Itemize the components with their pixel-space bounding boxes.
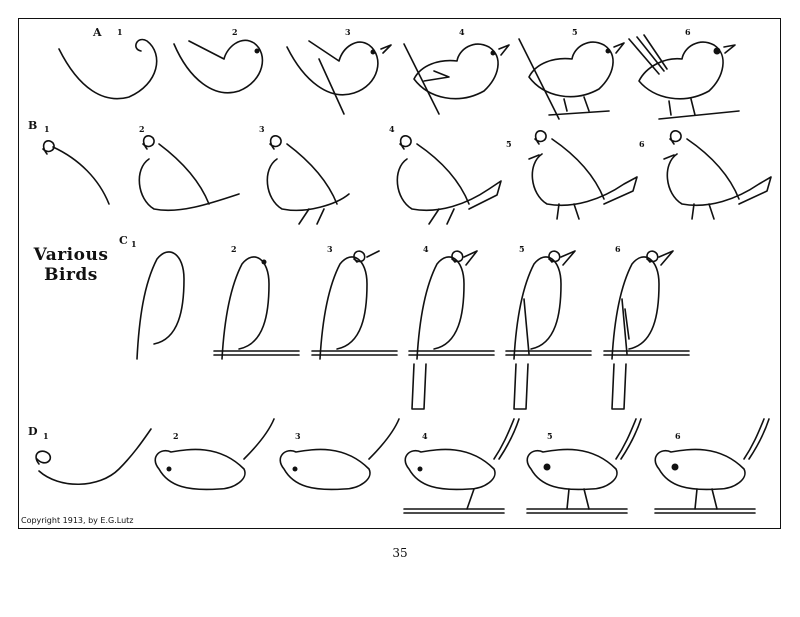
row-d-step-5-drawing: [526, 418, 642, 514]
row-d-step-3-number: 3: [295, 431, 301, 441]
row-c-step-4-drawing: [408, 250, 495, 410]
row-c-step-5-number: 5: [519, 244, 525, 254]
copyright-notice: Copyright 1913, by E.G.Lutz: [21, 516, 134, 525]
row-d-step-1-drawing: [35, 428, 152, 486]
row-a-step-4-drawing: [403, 43, 510, 115]
row-b-step-5-number: 5: [506, 139, 512, 149]
row-a-step-3-number: 3: [345, 27, 351, 37]
plate-title-line-2: Birds: [44, 265, 98, 285]
row-c-step-1-drawing: [136, 251, 185, 360]
row-c-step-6-drawing: [603, 250, 690, 410]
row-c-step-5-drawing: [505, 250, 592, 410]
row-b-step-6-drawing: [663, 129, 772, 220]
row-b-step-1-drawing: [42, 139, 110, 205]
plate-title-line-1: Various: [33, 245, 109, 265]
row-a-step-1-drawing: [58, 38, 158, 100]
row-d-step-6-drawing: [654, 418, 770, 514]
row-c-step-6-number: 6: [615, 244, 621, 254]
row-d-step-4-drawing: [403, 418, 520, 514]
row-b-step-4-number: 4: [389, 124, 395, 134]
row-c-step-3-number: 3: [327, 244, 333, 254]
row-a-step-2-number: 2: [232, 27, 238, 37]
row-d-step-1-number: 1: [43, 431, 49, 441]
row-d-step-3-drawing: [279, 418, 400, 491]
row-c-step-2-number: 2: [231, 244, 237, 254]
row-letter-b: B: [28, 119, 38, 132]
row-a-step-5-number: 5: [572, 27, 578, 37]
row-d-step-6-number: 6: [675, 431, 681, 441]
row-b-step-2-number: 2: [139, 124, 145, 134]
row-a-step-3-drawing: [286, 40, 392, 115]
row-c-step-2-drawing: [213, 256, 300, 360]
row-a-step-6-drawing: [628, 34, 740, 120]
row-b-step-3-number: 3: [259, 124, 265, 134]
row-c-step-3-drawing: [311, 250, 398, 360]
row-a-step-4-number: 4: [459, 27, 465, 37]
row-d-step-2-number: 2: [173, 431, 179, 441]
row-a-step-1-number: 1: [117, 27, 123, 37]
row-letter-a: A: [93, 26, 102, 39]
row-b-step-1-number: 1: [44, 124, 50, 134]
row-c-step-4-number: 4: [423, 244, 429, 254]
page-number: 35: [392, 546, 408, 560]
plate-title: Various Birds: [27, 245, 115, 285]
row-a-step-2-drawing: [173, 39, 264, 94]
row-letter-d: D: [28, 425, 38, 438]
row-letter-c: C: [119, 234, 128, 247]
row-d-step-2-drawing: [154, 418, 275, 491]
drawing-plate: A 1 2 3 4 5 6 B 1 2 3 4 5 6 C 1 2 3 4 5 …: [18, 18, 781, 529]
row-b-step-4-drawing: [396, 134, 502, 225]
row-b-step-6-number: 6: [639, 139, 645, 149]
row-b-step-5-drawing: [528, 129, 638, 220]
row-a-step-5-drawing: [518, 38, 625, 120]
row-a-step-6-number: 6: [685, 27, 691, 37]
bird-drawings: [35, 34, 772, 514]
row-d-step-5-number: 5: [547, 431, 553, 441]
row-b-step-3-drawing: [266, 134, 350, 225]
row-b-step-2-drawing: [138, 134, 240, 212]
row-c-step-1-number: 1: [131, 239, 137, 249]
row-d-step-4-number: 4: [422, 431, 428, 441]
